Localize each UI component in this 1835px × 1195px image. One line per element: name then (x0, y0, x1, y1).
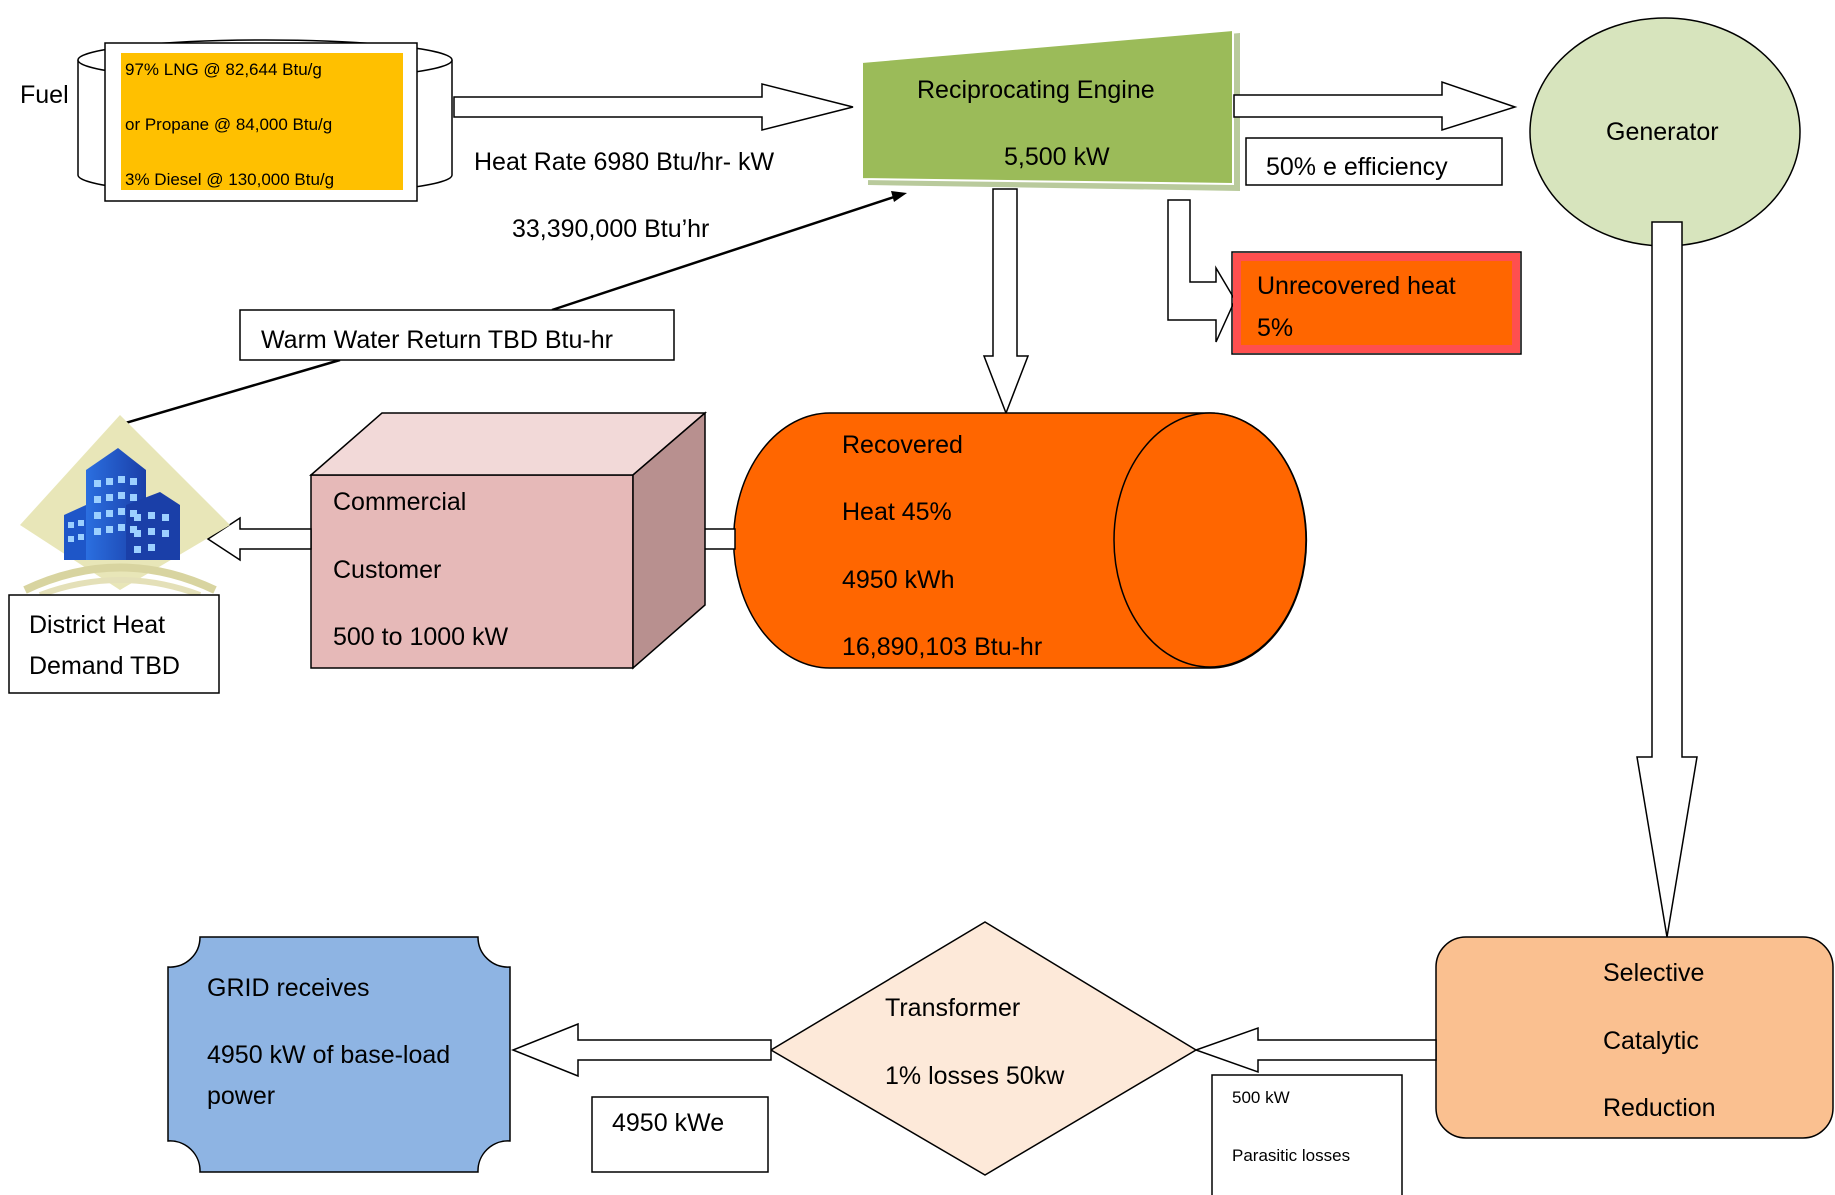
fuel-input-label: 33,390,000 Btu’hr (512, 215, 710, 243)
fuel-line-lng: 97% LNG @ 82,644 Btu/g (125, 60, 322, 79)
arrow-engine-to-recovered (982, 188, 1030, 416)
district-line1: District Heat (29, 611, 166, 639)
arrow-scr-to-transformer (1193, 1026, 1437, 1074)
fuel-line-diesel: 3% Diesel @ 130,000 Btu/g (121, 170, 403, 190)
arrow-commercial-to-building (206, 516, 312, 562)
warm-water-return-box (239, 309, 675, 361)
output-kwe-label: 4950 kWe (612, 1109, 725, 1137)
scr-line1: Selective (1603, 959, 1705, 987)
fuel-line-diesel-text: 3% Diesel @ 130,000 Btu/g (125, 170, 335, 189)
transformer-line2: 1% losses 50kw (885, 1062, 1065, 1090)
arrow-engine-to-generator (1233, 80, 1518, 132)
grid-line2: 4950 kW of base-load (207, 1041, 451, 1069)
grid-line3: power (207, 1082, 276, 1110)
grid-line1: GRID receives (207, 974, 370, 1002)
buildings-icon (20, 415, 230, 598)
warm-water-label: Warm Water Return TBD Btu-hr (261, 326, 613, 354)
grid-receiver-plaque (167, 936, 511, 1173)
generator-label: Generator (1606, 118, 1719, 146)
fuel-label: Fuel (20, 81, 69, 109)
unrecovered-line2: 5% (1257, 314, 1294, 342)
arrow-fuel-to-engine (453, 83, 854, 131)
commercial-line3: 500 to 1000 kW (333, 623, 509, 651)
district-line2: Demand TBD (29, 652, 180, 680)
parasitic-line2: Parasitic losses (1232, 1146, 1351, 1165)
efficiency-box (1245, 137, 1503, 186)
output-kwe-box (591, 1096, 769, 1173)
commercial-line1: Commercial (333, 488, 467, 516)
commercial-line2: Customer (333, 556, 442, 584)
recovered-line1: Recovered (842, 431, 963, 459)
fuel-line-propane: or Propane @ 84,000 Btu/g (125, 115, 333, 134)
recovered-heat-tank (732, 412, 1308, 669)
arrow-engine-to-unrecovered (1167, 199, 1236, 343)
efficiency-label: 50% e efficiency (1246, 138, 1502, 185)
reciprocating-engine (861, 28, 1234, 186)
recovered-line3: 4950 kWh (842, 566, 955, 594)
efficiency-text: 50% e efficiency (1266, 153, 1448, 181)
heat-rate-label: Heat Rate 6980 Btu/hr- kW (474, 148, 775, 176)
commercial-customer-block (309, 411, 708, 670)
recovered-line2: Heat 45% (842, 498, 952, 526)
fuel-type-label-box (121, 53, 403, 190)
transformer-line1: Transformer (885, 994, 1021, 1022)
transformer (769, 921, 1198, 1176)
engine-power: 5,500 kW (1004, 143, 1110, 171)
fuel-tank (77, 39, 453, 202)
parasitic-line1: 500 kW (1232, 1088, 1290, 1107)
return-line-to-engine (551, 193, 901, 312)
scr-line2: Catalytic (1603, 1027, 1699, 1055)
selective-catalytic-reduction-box (1435, 936, 1834, 1139)
scr-line3: Reduction (1603, 1094, 1716, 1122)
recovered-line4: 16,890,103 Btu-hr (842, 633, 1043, 661)
return-line-from-building (121, 358, 341, 426)
engine-title: Reciprocating Engine (917, 76, 1155, 104)
parasitic-losses-box (1211, 1074, 1403, 1195)
district-heat-demand-box (8, 594, 220, 694)
unrecovered-heat-box (1233, 253, 1520, 353)
arrow-transformer-to-grid (510, 1022, 772, 1078)
arrow-generator-to-scr (1636, 221, 1698, 938)
unrecovered-line1: Unrecovered heat (1257, 272, 1456, 300)
